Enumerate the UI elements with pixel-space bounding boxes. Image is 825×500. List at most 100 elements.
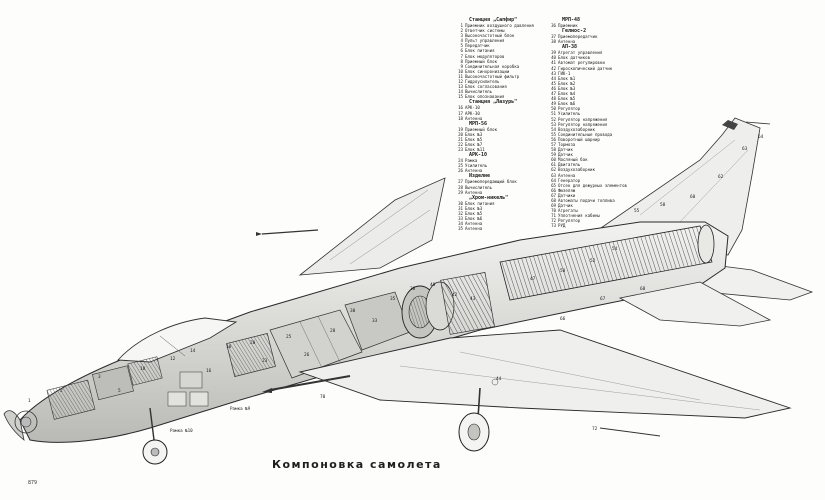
part-number-label: 30 [350,308,356,314]
legend-item-number: 56 [551,136,556,142]
legend-item-text: Передатчик [465,43,490,49]
part-number-label: 16 [206,368,212,374]
legend-item-text: Антенна [465,226,483,232]
legend-item-text: Антенна [558,172,576,178]
legend-item-text: Фюзеляж [558,187,576,193]
part-number-label: 47 [530,276,536,282]
part-number-label: 64 [758,134,764,140]
legend-section-header: АП-38 [562,44,578,51]
part-number-label: 25 [286,334,292,340]
upper-wing-probe [261,229,319,235]
legend-item-text: ГИК-1 [558,70,571,76]
underwing-missile [262,375,351,393]
legend-item-number: 11 [458,73,463,79]
legend-item-number: 3 [460,33,463,39]
legend-section-header: Изделие [469,173,491,180]
legend-item-number: 20 [458,131,463,137]
callout-frame9: Рамка №9 [230,406,251,411]
main-landing-gear [458,387,490,452]
part-number-label: 63 [742,146,748,152]
part-number-label: 14 [190,348,196,354]
canopy [117,317,238,363]
part-number-label: 18 [226,344,232,350]
legend-item-number: 31 [458,205,463,211]
legend-item-number: 48 [551,96,556,102]
legend-item-text: Приемный блок [465,58,498,64]
legend-item-number: 22 [458,141,463,147]
legend-item-text: Датчик [558,203,573,209]
part-number-label: 23 [262,358,268,364]
legend-item-text: Отсек для дежурных элементов [558,182,628,188]
legend-item-text: Блок опознавания [465,94,505,100]
legend-item-text: Вычислитель [465,89,493,95]
legend-item-number: 9 [460,63,463,69]
legend-item-text: Приемопередатчик [558,34,598,40]
legend-item-number: 58 [551,147,556,153]
legend-item-number: 1 [460,23,463,28]
legend-item-number: 15 [458,94,463,100]
legend-item-number: 12 [458,79,463,85]
legend-item-number: 25 [458,163,463,169]
upper-wing [298,177,446,276]
part-number-label: 44 [496,376,502,382]
legend-item-text: Автоматы подачи топлива [558,198,615,203]
page-number: 879 [28,480,38,486]
part-number-label: 38 [410,286,416,292]
legend-item-number: 49 [551,101,556,107]
legend-item-text: Ответчик системы [465,28,505,34]
legend-item-text: Высокочастотный блок [465,33,515,39]
legend-section-header: „Хром-никель" [469,194,509,201]
legend-item-number: 32 [458,210,463,216]
legend-item-number: 36 [551,23,556,28]
legend-item-number: 7 [460,53,463,59]
part-number-labels: 1235101214161820232526283033353840424344… [28,134,764,432]
legend-item-text: Приемный блок [465,126,498,132]
nose-landing-gear [142,407,168,465]
legend-item-text: Гироскопический датчик [558,65,613,71]
legend-item-number: 43 [551,70,556,76]
legend-item-text: Автомат регулировки [558,60,605,66]
legend-item-number: 38 [551,39,556,45]
legend-item-text: Регулятор [558,218,581,224]
legend-item-number: 41 [551,60,556,66]
part-number-label: 54 [612,246,618,252]
legend-item-text: Антенна [465,115,483,121]
part-number-label: 50 [560,268,566,274]
legend-item-number: 2 [460,28,463,34]
legend-item-text: Антенна [558,39,576,45]
legend-item-number: 54 [551,126,556,132]
legend-item-number: 40 [551,55,556,61]
legend-item-number: 6 [460,48,463,54]
legend-item-number: 66 [551,187,556,193]
part-number-label: 62 [718,174,724,180]
legend-item-text: Уплотнения кабины [558,213,600,219]
callout-frame10: Рамка №10 [170,428,193,433]
legend-item-number: 16 [458,105,463,111]
legend-item-text: Блок синхронизации [465,68,510,74]
part-number-label: 66 [560,316,566,322]
legend-item-number: 57 [551,141,556,147]
legend-item-number: 61 [551,162,556,168]
legend-item-text: Блок №6 [558,101,576,107]
legend-section-header: АРК-10 [469,152,488,159]
legend-item-text: Блок №1 [558,75,576,81]
engine-compressor [401,272,495,339]
part-number-label: 10 [140,366,146,372]
